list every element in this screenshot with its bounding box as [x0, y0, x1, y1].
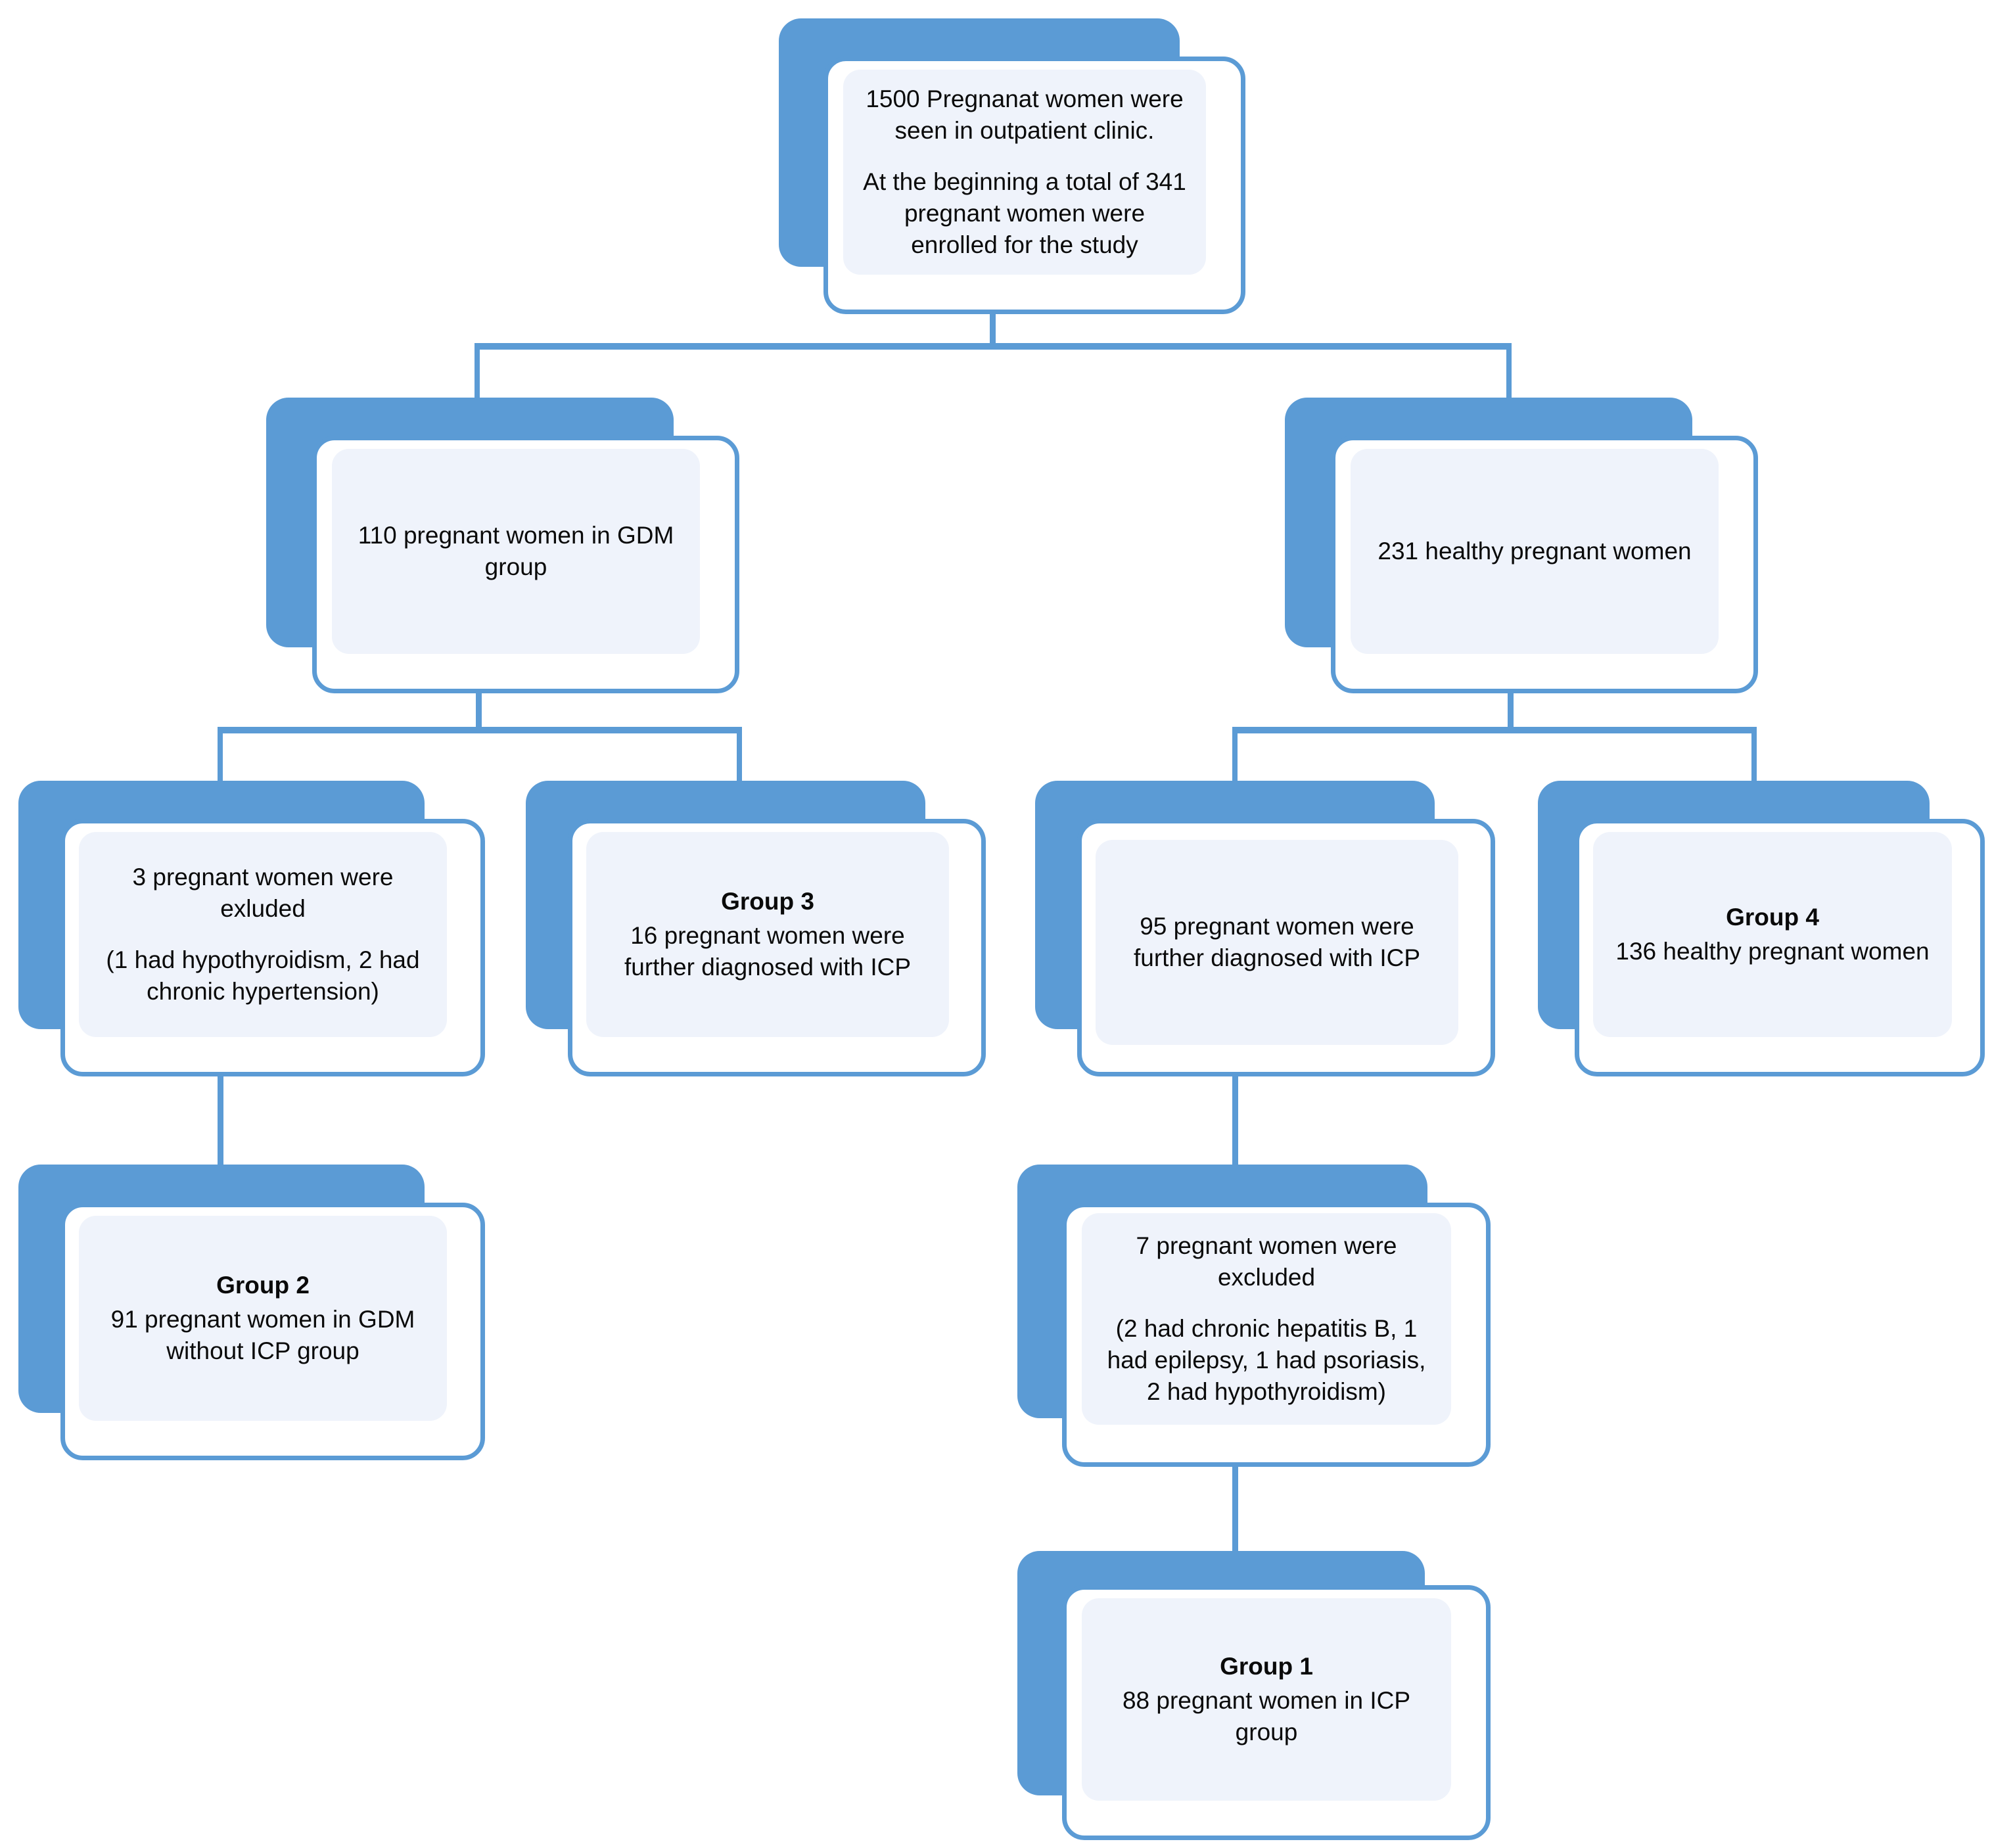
node-inner: 1500 Pregnanat women were seen in outpat…: [843, 70, 1206, 275]
node-text-line: 16 pregnant women were further diagnosed…: [624, 921, 911, 981]
node-text-line: 136 healthy pregnant women: [1615, 938, 1930, 965]
node-heading: Group 2: [216, 1271, 310, 1299]
connector-healthy-bar: [1232, 727, 1757, 733]
node-inner: 95 pregnant women were further diagnosed…: [1096, 840, 1458, 1045]
connector-gdm-stem: [476, 691, 482, 732]
connector-to-healthy: [1506, 343, 1512, 400]
node-text-line: (1 had hypothyroidism, 2 had chronic hyp…: [106, 946, 420, 1005]
node-icp-95[interactable]: 95 pregnant women were further diagnosed…: [1035, 781, 1495, 1076]
node-text-line: 91 pregnant women in GDM without ICP gro…: [110, 1305, 415, 1365]
node-healthy-group[interactable]: 231 healthy pregnant women: [1285, 398, 1758, 693]
node-text-line: 231 healthy pregnant women: [1378, 537, 1692, 565]
node-text-line: 3 pregnant women were exluded: [132, 863, 394, 922]
connector-healthy-stem: [1508, 691, 1514, 732]
node-text-line: 88 pregnant women in ICP group: [1122, 1686, 1411, 1746]
node-group-2[interactable]: Group 2 91 pregnant women in GDM without…: [18, 1165, 485, 1460]
node-group-1[interactable]: Group 1 88 pregnant women in ICP group: [1017, 1551, 1491, 1840]
node-inner: 110 pregnant women in GDM group: [332, 449, 700, 654]
node-heading: Group 4: [1726, 903, 1819, 931]
node-inner: 231 healthy pregnant women: [1351, 449, 1719, 654]
node-excluded-7[interactable]: 7 pregnant women were excluded (2 had ch…: [1017, 1165, 1491, 1467]
node-text-line: 95 pregnant women were further diagnosed…: [1133, 912, 1420, 971]
node-excluded-3[interactable]: 3 pregnant women were exluded (1 had hyp…: [18, 781, 485, 1076]
node-text-line: 110 pregnant women in GDM group: [358, 521, 674, 580]
node-text-line: (2 had chronic hepatitis B, 1 had epilep…: [1107, 1314, 1426, 1406]
connector-to-gdm: [475, 343, 480, 400]
connector-icp95-to-excluded7: [1232, 1076, 1238, 1167]
node-inner: Group 2 91 pregnant women in GDM without…: [79, 1216, 447, 1421]
node-text-line: 1500 Pregnanat women were seen in outpat…: [866, 85, 1184, 144]
node-inner: Group 3 16 pregnant women were further d…: [586, 832, 949, 1037]
node-inner: Group 1 88 pregnant women in ICP group: [1082, 1598, 1451, 1801]
connector-to-group3: [737, 727, 742, 783]
connector-to-icp95: [1232, 727, 1238, 783]
node-group-4[interactable]: Group 4 136 healthy pregnant women: [1538, 781, 1985, 1076]
connector-gdm-bar: [218, 727, 742, 733]
node-text-line: At the beginning a total of 341 pregnant…: [863, 168, 1186, 259]
node-gdm-group[interactable]: 110 pregnant women in GDM group: [266, 398, 739, 693]
node-heading: Group 1: [1220, 1652, 1313, 1680]
connector-excluded7-to-group1: [1232, 1464, 1238, 1558]
node-text-line: 7 pregnant women were excluded: [1136, 1232, 1397, 1291]
node-root[interactable]: 1500 Pregnanat women were seen in outpat…: [779, 18, 1245, 314]
node-inner: Group 4 136 healthy pregnant women: [1593, 832, 1952, 1037]
connector-to-group4: [1751, 727, 1757, 783]
connector-level1-bar: [475, 343, 1512, 350]
connector-to-excluded3: [218, 727, 223, 783]
node-inner: 7 pregnant women were excluded (2 had ch…: [1082, 1213, 1451, 1425]
node-inner: 3 pregnant women were exluded (1 had hyp…: [79, 832, 447, 1037]
connector-root-stem: [990, 309, 996, 348]
connector-excluded3-to-group2: [218, 1076, 223, 1167]
node-group-3[interactable]: Group 3 16 pregnant women were further d…: [526, 781, 986, 1076]
node-heading: Group 3: [721, 887, 814, 915]
